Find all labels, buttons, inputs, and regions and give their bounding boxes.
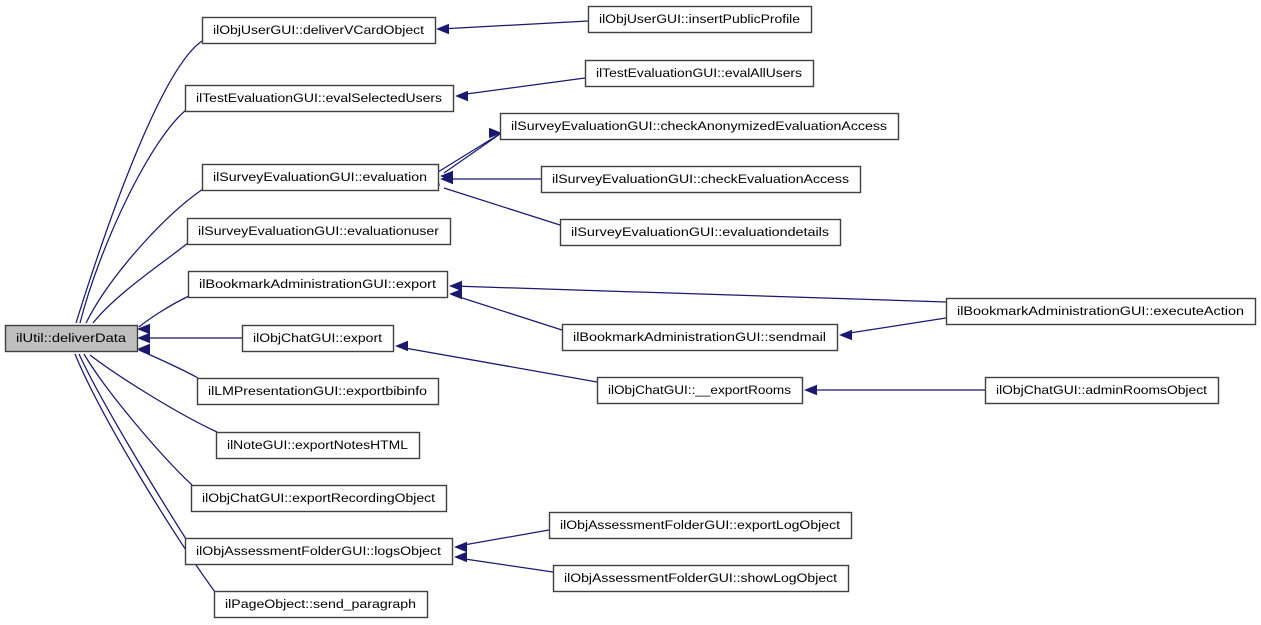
node-box [4,324,139,353]
graph-node-bookmarkExport[interactable]: ilBookmarkAdministrationGUI::export [187,270,449,299]
node-box [552,564,850,593]
graph-node-evaluationuser[interactable]: ilSurveyEvaluationGUI::evaluationuser [186,217,452,246]
call-edge [75,40,203,324]
node-box [201,16,437,45]
call-edge [842,317,947,335]
graph-node-send_paragraph[interactable]: ilPageObject::send_paragraph [213,590,429,619]
graph-node-evalAllUsers[interactable]: ilTestEvaluationGUI::evalAllUsers [584,59,815,88]
graph-node-evaluationdetails[interactable]: ilSurveyEvaluationGUI::evaluationdetails [559,218,842,247]
node-box [184,84,455,113]
node-box [213,590,429,619]
graph-node-insertPublicProfile[interactable]: ilObjUserGUI::insertPublicProfile [587,5,813,34]
node-box [201,163,440,192]
node-box [215,431,421,460]
graph-node-chatExport[interactable]: ilObjChatGUI::export [241,324,395,353]
call-edge [452,285,947,303]
node-box [587,5,813,34]
node-box [499,112,900,141]
edge-arrow-icon [804,384,817,396]
graph-node-deliverVCardObject[interactable]: ilObjUserGUI::deliverVCardObject [201,16,437,45]
edge-arrow-icon [454,541,467,553]
graph-node-executeAction[interactable]: ilBookmarkAdministrationGUI::executeActi… [945,297,1257,326]
graph-node-checkEvaluationAccess[interactable]: ilSurveyEvaluationGUI::checkEvaluationAc… [540,165,862,194]
graph-node-checkAnonymizedEvaluationAccess[interactable]: ilSurveyEvaluationGUI::checkAnonymizedEv… [499,112,900,141]
node-box [184,537,454,566]
graph-node-adminRoomsObject[interactable]: ilObjChatGUI::adminRoomsObject [984,376,1220,405]
graph-node-deliverData: ilUtil::deliverData [4,324,139,353]
graph-node-logsObject[interactable]: ilObjAssessmentFolderGUI::logsObject [184,537,454,566]
call-edge [458,77,586,96]
graph-node-exportNotesHTML[interactable]: ilNoteGUI::exportNotesHTML [215,431,421,460]
edge-arrow-icon [137,343,150,355]
edge-arrow-icon [449,280,462,292]
node-box [540,165,862,194]
node-box [559,218,842,247]
edge-arrow-icon [455,90,468,102]
node-box [190,484,448,513]
graph-node-exportRecordingObject[interactable]: ilObjChatGUI::exportRecordingObject [190,484,448,513]
call-edge [443,187,561,226]
graph-node-exportLogObject[interactable]: ilObjAssessmentFolderGUI::exportLogObjec… [548,511,853,540]
call-edge [89,354,218,433]
node-box [561,323,839,352]
call-edge [452,294,563,331]
call-edge [92,242,189,324]
edge-arrow-icon [436,23,449,35]
edge-arrow-icon [489,127,502,139]
node-box [984,376,1220,405]
call-edge [439,20,589,30]
call-edge [457,557,554,573]
call-edge [83,353,193,486]
edge-arrow-icon [449,288,462,300]
call-edge [398,346,598,383]
call-edge [74,353,216,593]
call-edge [138,349,199,379]
graph-node-__exportRooms[interactable]: ilObjChatGUI::__exportRooms [596,376,804,405]
node-box [196,377,440,406]
graph-node-evaluation[interactable]: ilSurveyEvaluationGUI::evaluation [201,163,440,192]
call-edge [457,529,550,547]
edge-arrow-icon [137,323,150,335]
edge-arrow-icon [395,340,408,352]
edge-arrow-icon [440,173,453,185]
call-edge [85,188,204,324]
call-edge [437,134,499,173]
graph-node-exportbibinfo[interactable]: ilLMPresentationGUI::exportbibinfo [196,377,440,406]
edge-arrow-icon [137,332,150,344]
node-box [187,270,449,299]
edge-arrow-icon [839,329,852,341]
node-box [945,297,1257,326]
graph-node-showLogObject[interactable]: ilObjAssessmentFolderGUI::showLogObject [552,564,850,593]
call-edge [79,109,187,324]
call-edge [78,353,187,540]
call-edge [138,295,190,328]
node-box [596,376,804,405]
graph-node-sendmail[interactable]: ilBookmarkAdministrationGUI::sendmail [561,323,839,352]
nodes-layer: ilUtil::deliverData ilObjUserGUI::deliver… [4,5,1257,619]
node-box [548,511,853,540]
call-edge [443,133,501,174]
node-box [186,217,452,246]
graph-node-evalSelectedUsers[interactable]: ilTestEvaluationGUI::evalSelectedUsers [184,84,455,113]
node-box [584,59,815,88]
node-box [241,324,395,353]
edge-arrow-icon [454,551,467,563]
